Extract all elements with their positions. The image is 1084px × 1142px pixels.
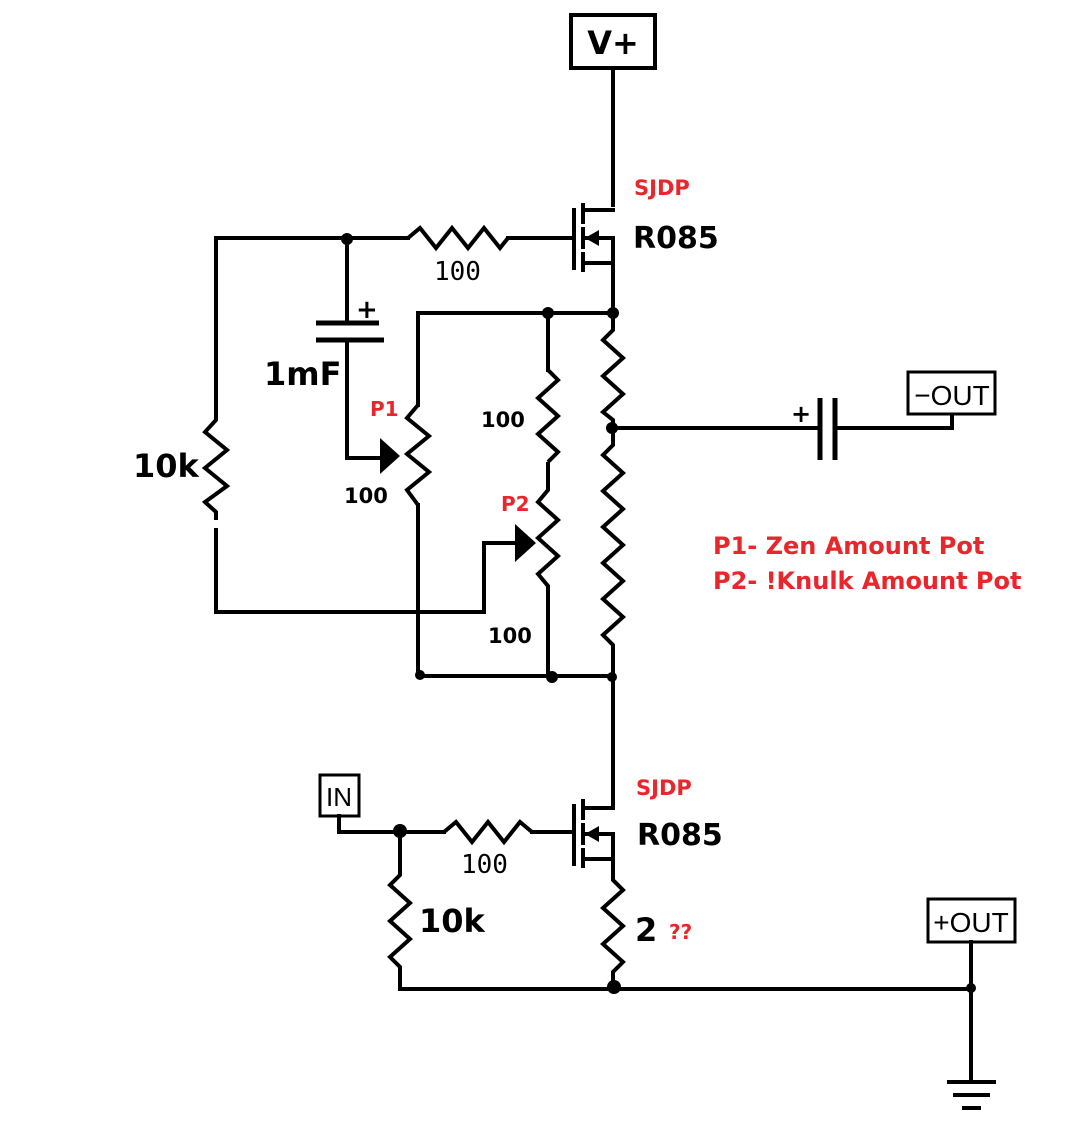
resistor-divider-lower [600,428,626,676]
vplus-terminal: V+ [569,13,657,70]
neg-out-label: −OUT [914,380,989,411]
bottom-fet-brand: SJDP [636,776,692,800]
junction-dot [546,671,558,683]
capacitor-value: 1mF [264,355,341,393]
p2-wiper-arrow [515,524,536,562]
capacitor-1mf [316,320,384,343]
neg-out-terminal: −OUT [906,370,997,416]
vplus-label: V+ [587,24,639,62]
resistor-gate-top [406,224,510,252]
resistor-10k-left [201,400,231,520]
pos-out-terminal: +OUT [926,897,1017,944]
junction-dot [607,980,621,994]
pot-p1-name: P1 [370,397,399,421]
resistor-mid-value: 100 [481,408,525,432]
resistor-gate-bottom [442,818,534,846]
resistor-gate-bottom-value: 100 [461,850,508,880]
junction-dot [393,824,407,838]
resistor-10k-input-value: 10k [419,902,486,940]
legend-line-1: P1- Zen Amount Pot [713,532,984,560]
resistor-10k-left-value: 10k [133,447,200,485]
resistor-source [600,859,626,989]
in-label: IN [326,782,352,812]
resistor-divider-upper [599,313,626,428]
resistor-gate-top-value: 100 [434,257,481,287]
pot-p1-value: 100 [344,484,388,508]
pot-p1 [403,403,433,507]
resistor-source-value: 2 [635,911,657,949]
in-terminal[interactable]: IN [318,773,361,818]
resistor-10k-input [387,832,413,989]
pot-p2 [535,462,561,600]
capacitor-polarity: + [356,295,378,325]
top-fet-brand: SJDP [634,176,690,200]
pot-p2-name: P2 [501,492,530,516]
top-mosfet [572,203,615,272]
resistor-mid-100 [535,368,561,464]
pot-p2-value: 100 [488,624,532,648]
top-fet-part: R085 [633,221,719,256]
legend-line-2: P2- !Knulk Amount Pot [713,567,1021,595]
bottom-fet-part: R085 [637,818,723,853]
ground-icon [947,1080,996,1110]
junction-dot [415,670,425,680]
bottom-mosfet [572,799,615,868]
pos-out-label: +OUT [933,907,1008,938]
resistor-source-note: ?? [669,920,692,944]
output-cap-polarity: + [791,400,811,428]
p1-wiper-arrow [380,438,400,474]
output-capacitor [817,398,838,460]
